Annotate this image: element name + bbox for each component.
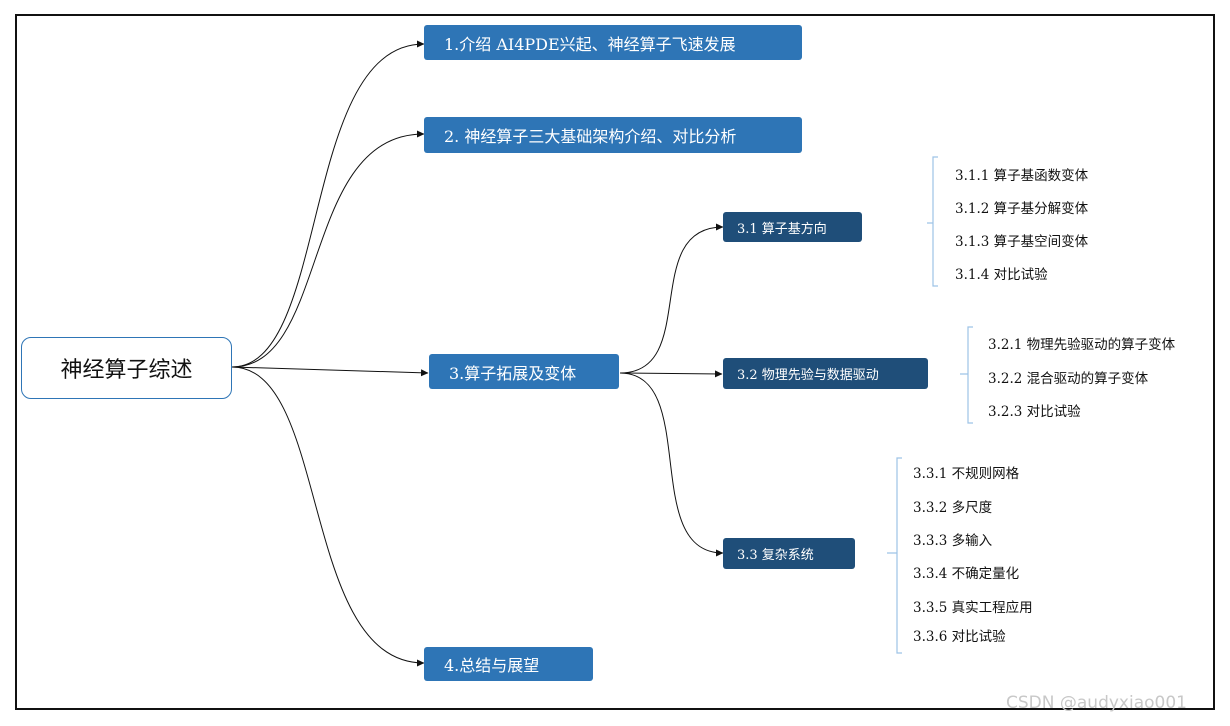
leaf-3-3-5: 3.3.5 真实工程应用 [913,600,1033,616]
leaf-3-2-1: 3.2.1 物理先验驱动的算子变体 [988,337,1176,353]
watermark-text: CSDN @audyxiao001 [1006,693,1187,713]
leaf-3-2-2: 3.2.2 混合驱动的算子变体 [988,371,1149,387]
branch-architectures: 2. 神经算子三大基础架构介绍、对比分析 [424,117,802,153]
branch-extensions: 3.算子拓展及变体 [429,354,619,389]
leaf-3-3-4: 3.3.4 不确定量化 [913,566,1020,582]
leaf-3-2-3: 3.2.3 对比试验 [988,404,1081,420]
leaf-3-1-4: 3.1.4 对比试验 [955,267,1048,283]
leaf-3-3-1: 3.3.1 不规则网格 [913,466,1020,482]
link-branch3-to-sub3 [619,372,724,557]
leaf-3-1-3: 3.1.3 算子基空间变体 [955,234,1089,250]
link-branch3-to-sub2 [619,370,723,378]
leaf-3-3-6: 3.3.6 对比试验 [913,629,1006,645]
link-root-to-branch4 [231,366,425,667]
sub-branch-3-1: 3.1 算子基方向 [723,212,862,242]
link-branch3-to-sub1 [619,223,724,374]
bracket-3-2 [960,326,973,424]
bracket-3-3 [887,457,902,654]
branch-summary: 4.总结与展望 [424,647,593,681]
sub-branch-3-3: 3.3 复杂系统 [723,538,855,569]
bracket-3-1 [927,156,938,287]
link-root-to-branch2 [231,130,425,368]
leaf-3-3-2: 3.3.2 多尺度 [913,500,993,516]
link-root-to-branch1 [231,40,425,368]
diagram-frame [15,14,1215,710]
leaf-3-3-3: 3.3.3 多输入 [913,533,993,549]
leaf-3-1-1: 3.1.1 算子基函数变体 [955,168,1089,184]
branch-introduction: 1.介绍 AI4PDE兴起、神经算子飞速发展 [424,25,802,60]
leaf-3-1-2: 3.1.2 算子基分解变体 [955,201,1089,217]
sub-branch-3-2: 3.2 物理先验与数据驱动 [723,358,928,389]
link-root-to-branch3 [231,366,429,377]
root-node: 神经算子综述 [21,337,232,399]
